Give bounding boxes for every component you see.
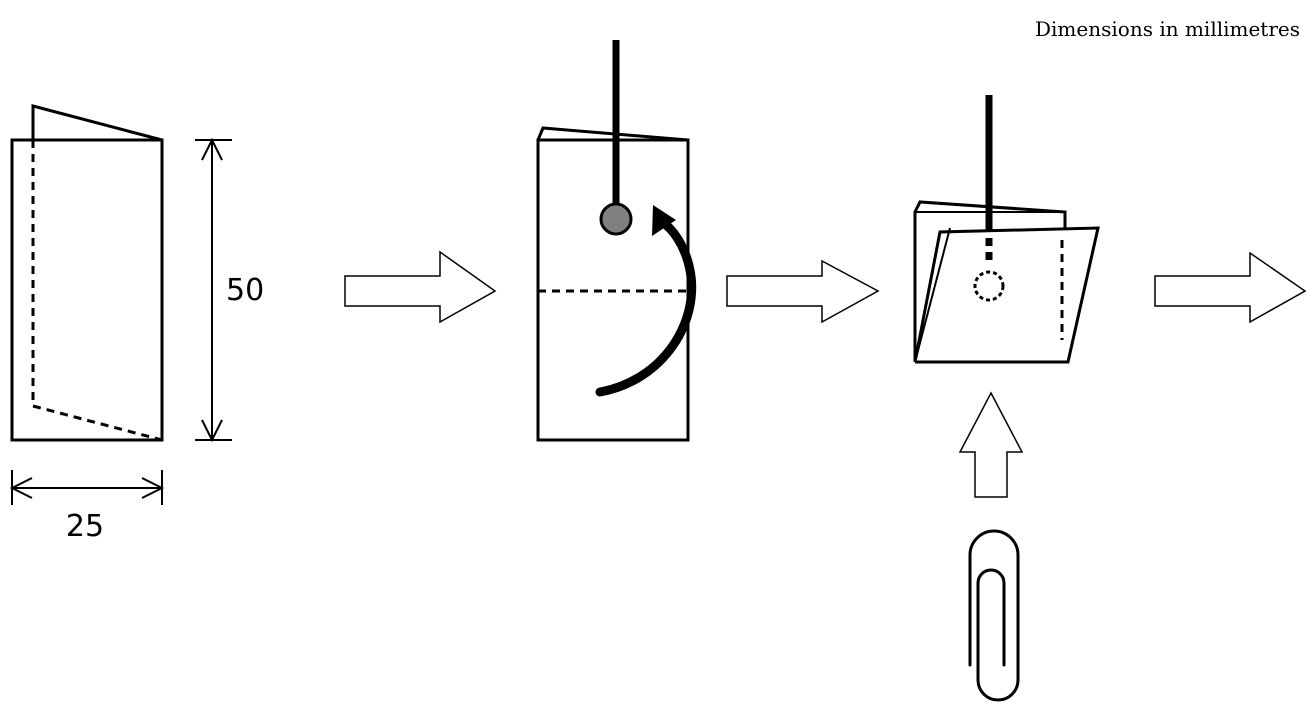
hidden-hole bbox=[973, 270, 1005, 302]
height-arrowhead-bottom bbox=[201, 419, 223, 443]
hidden-edge-bottom bbox=[32, 404, 163, 442]
hole-marker bbox=[599, 202, 633, 236]
insert-arrow bbox=[958, 391, 1024, 498]
width-arrowhead-right bbox=[141, 477, 165, 499]
step-arrow-3 bbox=[1154, 251, 1307, 324]
paperclip-icon bbox=[968, 529, 1020, 702]
width-label: 25 bbox=[66, 509, 104, 544]
width-arrowhead-left bbox=[9, 477, 33, 499]
step2-hanging-paper bbox=[536, 40, 697, 442]
front-panel bbox=[10, 138, 164, 442]
height-arrowhead-top bbox=[201, 137, 223, 161]
step-arrow-2 bbox=[726, 259, 880, 324]
curved-arrow-icon bbox=[595, 217, 697, 397]
inner-edge bbox=[914, 227, 951, 363]
height-label: 50 bbox=[226, 273, 264, 308]
step3-folded-paper bbox=[913, 95, 1100, 364]
curved-arrow-head bbox=[652, 205, 676, 236]
dimensions-caption: Dimensions in millimetres bbox=[1035, 17, 1300, 41]
step-arrow-1 bbox=[344, 250, 497, 324]
front-flap bbox=[913, 226, 1100, 364]
width-dimension: 25 bbox=[9, 470, 165, 544]
step1-folded-paper bbox=[10, 104, 164, 442]
back-flap bbox=[536, 126, 689, 142]
back-sheet bbox=[913, 200, 1067, 362]
height-dimension: 50 bbox=[195, 137, 264, 443]
back-flap bbox=[12, 104, 163, 142]
paperclip-wire bbox=[968, 529, 1020, 702]
